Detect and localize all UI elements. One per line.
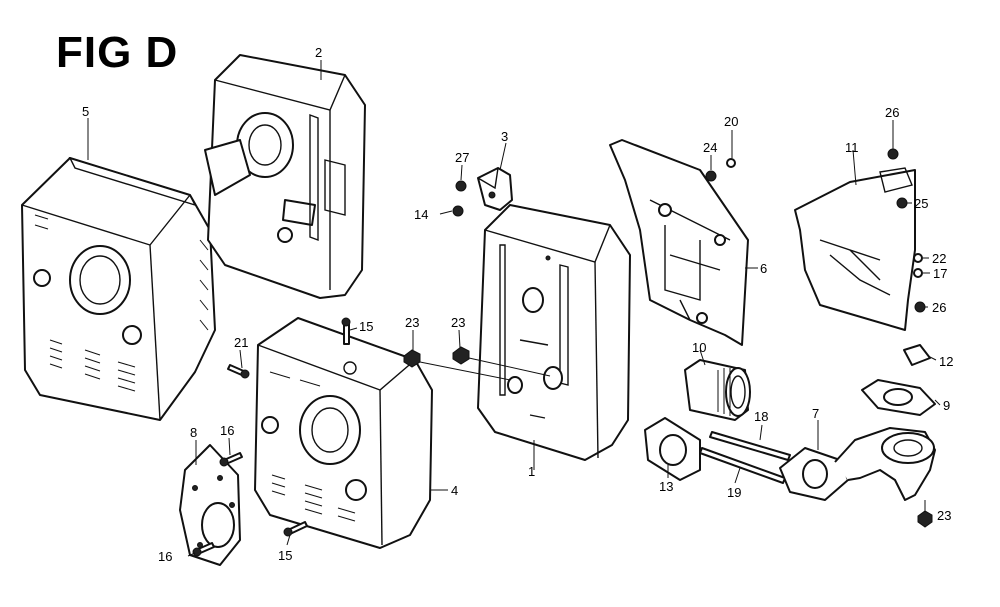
muffler-protector-part-4 — [254, 317, 433, 549]
callout-21: 21 — [234, 335, 248, 350]
gasket-part-13 — [644, 417, 701, 481]
bolt-part-14 — [439, 205, 464, 217]
figure-title: FIG D — [56, 28, 179, 77]
callout-23-right: 23 — [937, 508, 951, 523]
callout-27: 27 — [455, 150, 469, 165]
bolt-part-26-lower — [914, 301, 926, 313]
spark-arrester-part-10 — [684, 359, 751, 421]
bracket-part-3 — [477, 167, 513, 211]
callout-12: 12 — [939, 354, 953, 369]
callout-2: 2 — [315, 45, 322, 60]
bolt-part-25 — [896, 197, 908, 209]
callout-5: 5 — [82, 104, 89, 119]
stud-part-19 — [699, 447, 786, 484]
callout-17: 17 — [933, 266, 947, 281]
washer-part-20 — [726, 158, 736, 168]
callout-26-lower: 26 — [932, 300, 946, 315]
callout-24: 24 — [703, 140, 717, 155]
washer-part-17 — [913, 268, 923, 278]
screw-part-21 — [227, 364, 250, 379]
callout-4: 4 — [451, 483, 458, 498]
callout-11: 11 — [845, 140, 859, 155]
bolt-part-24 — [705, 170, 717, 182]
bracket-part-12 — [903, 344, 931, 366]
callout-22: 22 — [932, 251, 946, 266]
muffler-protector-part-5 — [21, 156, 216, 421]
callout-8: 8 — [190, 425, 197, 440]
nut-part-23-right — [917, 510, 933, 528]
screw-part-16-right — [219, 452, 243, 467]
callout-16-right: 16 — [220, 423, 234, 438]
callout-13: 13 — [659, 479, 673, 494]
bolt-part-26-top — [887, 148, 899, 160]
callout-20: 20 — [724, 114, 738, 129]
stud-part-18 — [709, 431, 791, 461]
callout-15-bottom: 15 — [278, 548, 292, 563]
screw-part-16-left — [192, 542, 215, 557]
callout-7: 7 — [812, 406, 819, 421]
muffler-part-2 — [204, 54, 366, 299]
callout-6: 6 — [760, 261, 767, 276]
callout-3: 3 — [501, 129, 508, 144]
gasket-part-9 — [861, 379, 936, 416]
shield-bracket-part-11 — [794, 167, 916, 331]
screw-part-15-top — [341, 317, 351, 345]
callout-23-left: 23 — [405, 315, 419, 330]
heat-shield-part-6 — [609, 139, 749, 346]
callout-9: 9 — [943, 398, 950, 413]
callout-16-left: 16 — [158, 549, 172, 564]
callout-10: 10 — [692, 340, 706, 355]
exhaust-pipe-part-7 — [779, 427, 936, 501]
callout-19: 19 — [727, 485, 741, 500]
callout-18: 18 — [754, 409, 768, 424]
callout-25: 25 — [914, 196, 928, 211]
nut-part-23-mid — [452, 346, 470, 365]
washer-part-22 — [913, 253, 923, 263]
callout-14: 14 — [414, 207, 428, 222]
muffler-part-1 — [477, 204, 631, 461]
callout-15-top: 15 — [359, 319, 373, 334]
callout-23-mid: 23 — [451, 315, 465, 330]
screw-part-15-bottom — [283, 521, 308, 537]
leader-lines — [87, 60, 941, 557]
callout-26-top: 26 — [885, 105, 899, 120]
callout-1: 1 — [528, 464, 535, 479]
bolt-part-27 — [455, 180, 467, 192]
spark-arrester-cover-part-8 — [179, 444, 241, 566]
